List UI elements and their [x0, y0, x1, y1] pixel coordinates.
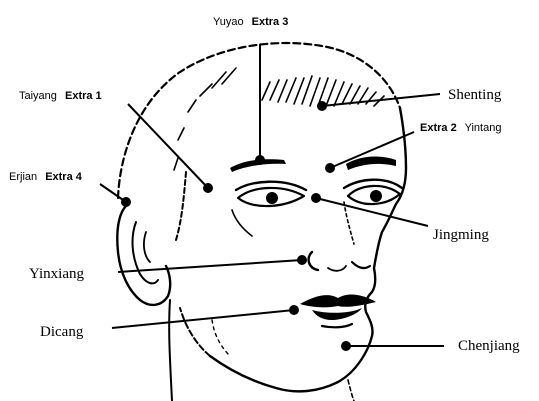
erjian-code: Extra 4: [45, 171, 83, 183]
yuyao-point: [255, 155, 265, 165]
nostril-left: [309, 252, 318, 270]
taiyang-name: Taiyang: [19, 90, 57, 102]
dicang-leader: [112, 310, 294, 328]
lower-lip: [312, 308, 362, 320]
label-jingming: Jingming: [433, 227, 489, 243]
yinxiang-point: [297, 255, 307, 265]
shenting-leader: [322, 94, 440, 106]
acupoint-yintang: [325, 132, 414, 173]
nose-bridge: [344, 202, 354, 244]
left-iris: [266, 192, 278, 204]
jaw-line: [180, 308, 210, 356]
hair-strokes: [174, 68, 384, 170]
label-yuyao: Yuyao Extra 3: [213, 16, 288, 28]
right-iris: [370, 190, 382, 202]
label-dicang: Dicang: [40, 324, 84, 340]
cheek-lower: [212, 320, 230, 356]
erjian-name: Erjian: [9, 171, 37, 183]
nostril-right: [352, 262, 370, 268]
face-profile: [210, 108, 406, 391]
ear-outline: [117, 204, 170, 305]
head-illustration: [117, 43, 406, 401]
temple-hairline: [176, 172, 186, 240]
acupoint-dicang: [112, 305, 299, 328]
shenting-point: [317, 101, 327, 111]
neck-front: [348, 380, 354, 401]
label-yinxiang: Yinxiang: [29, 266, 84, 282]
yintang-code: Extra 2: [420, 122, 457, 134]
yuyao-name: Yuyao: [213, 16, 244, 28]
label-chenjiang: Chenjiang: [458, 338, 520, 354]
nose-tip: [328, 266, 346, 271]
erjian-point: [121, 197, 131, 207]
yintang-name: Yintang: [465, 122, 502, 134]
dicang-point: [289, 305, 299, 315]
yuyao-code: Extra 3: [252, 16, 289, 28]
jingming-leader: [316, 198, 428, 226]
chin-crease: [322, 324, 352, 327]
taiyang-leader: [128, 104, 208, 188]
acupoint-yuyao: [255, 44, 265, 165]
taiyang-point: [203, 183, 213, 193]
acupoint-jingming: [311, 193, 428, 226]
yintang-point: [325, 163, 335, 173]
label-shenting: Shenting: [448, 87, 502, 103]
cheek-mark: [232, 210, 252, 236]
label-taiyang: Taiyang Extra 1: [19, 90, 102, 102]
acupoint-chenjiang: [341, 341, 444, 351]
label-yintang: Extra 2 Yintang: [420, 122, 501, 134]
ear-fold: [144, 232, 150, 262]
acupoint-erjian: [100, 184, 131, 207]
neck-line: [169, 300, 172, 401]
chenjiang-point: [341, 341, 351, 351]
jingming-point: [311, 193, 321, 203]
label-erjian: Erjian Extra 4: [9, 171, 83, 183]
taiyang-code: Extra 1: [65, 90, 102, 102]
yinxiang-leader: [118, 260, 302, 272]
acupoint-taiyang: [128, 104, 213, 193]
